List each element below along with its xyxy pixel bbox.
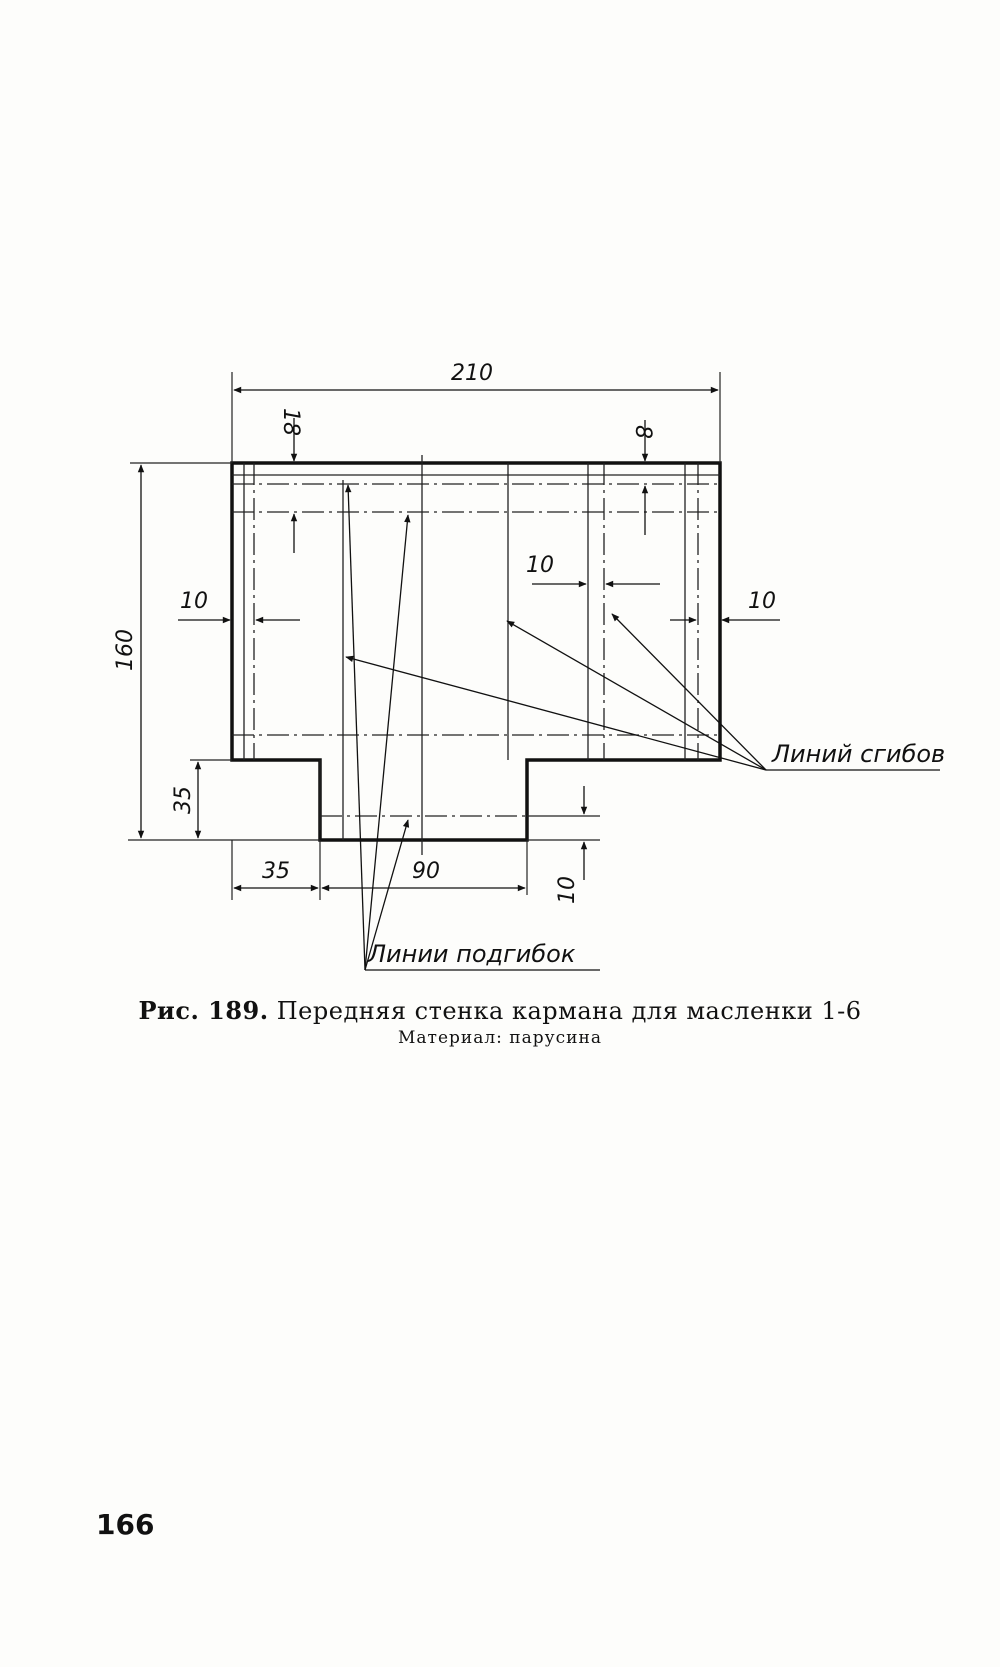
hem-leaders xyxy=(345,484,600,971)
fold-leaders xyxy=(345,613,940,771)
material-note: Материал: парусина xyxy=(398,1028,602,1048)
figure-title: Передняя стенка кармана для масленки 1-6 xyxy=(276,997,862,1025)
dim-label-10-bottom: 10 xyxy=(555,876,580,904)
dim-label-90: 90 xyxy=(412,859,440,884)
dim-label-160: 160 xyxy=(113,629,138,671)
technical-drawing: 210 160 18 8 10 10 10 35 35 90 10 Линий … xyxy=(113,361,945,971)
dim-label-210: 210 xyxy=(451,361,493,386)
figure-caption: Рис. 189. Передняя стенка кармана для ма… xyxy=(0,996,1000,1025)
hem-lines xyxy=(232,463,720,840)
page-number: 166 xyxy=(96,1508,155,1541)
extension-lines xyxy=(128,372,721,900)
figure-label: Рис. 189. xyxy=(138,996,269,1025)
piece-outline xyxy=(230,461,722,842)
dimension-lines xyxy=(137,386,780,892)
dim-label-10-inner: 10 xyxy=(526,553,554,578)
dim-label-18: 18 xyxy=(278,408,303,436)
fold-lines xyxy=(232,463,720,817)
dim-label-8: 8 xyxy=(630,425,655,439)
dim-label-10-left: 10 xyxy=(180,589,208,614)
dim-label-10-right: 10 xyxy=(748,589,776,614)
callout-hem-lines: Линии подгибок xyxy=(367,940,576,968)
dim-label-35-vertical: 35 xyxy=(171,786,196,814)
callout-fold-lines: Линий сгибов xyxy=(771,740,945,768)
dim-label-35-horizontal: 35 xyxy=(262,859,290,884)
